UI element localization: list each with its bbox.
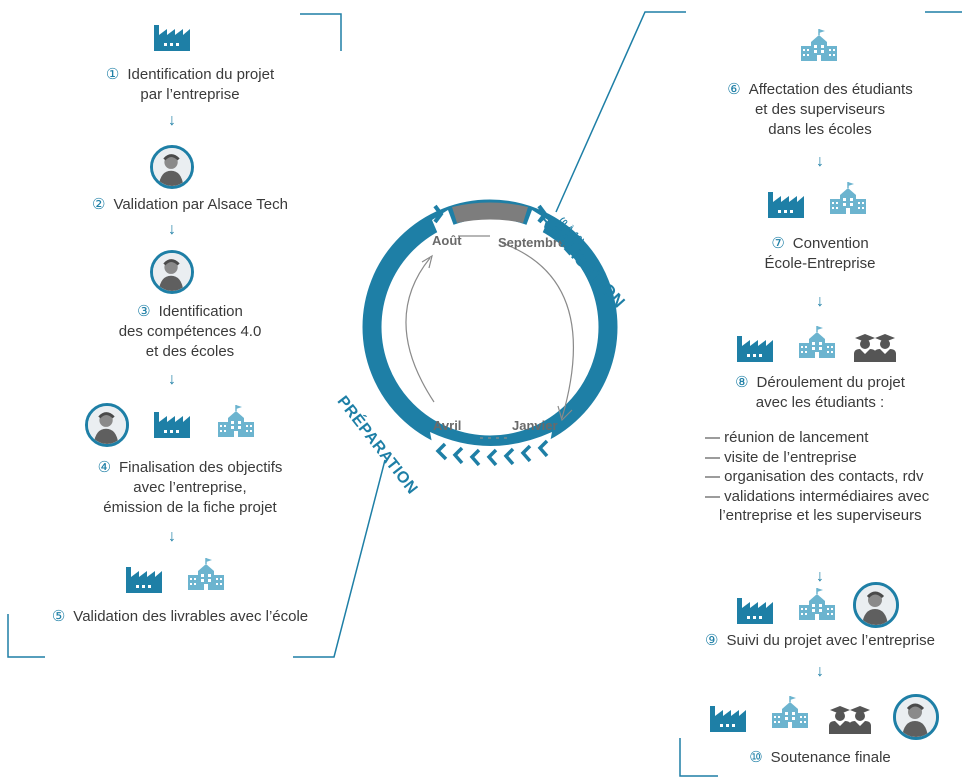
month-jan: Janvier: [512, 418, 558, 433]
avatar: [85, 403, 129, 447]
list-item: — visite de l’entreprise: [705, 448, 857, 466]
arrow-down-icon: ↓: [168, 112, 176, 129]
arrow-down-icon: ↓: [816, 153, 824, 170]
bracket-top-right-diag: [555, 11, 686, 213]
list-item: — réunion de lancement: [705, 429, 869, 446]
chevron-top-right-icon: [537, 204, 548, 224]
arrow-down-icon: ↓: [168, 221, 176, 238]
chevron-top-left-icon: [433, 204, 444, 224]
avatar: [853, 582, 899, 628]
bracket-bottom-left: [7, 614, 45, 658]
factory-icon: [124, 563, 164, 595]
arrow-down-icon: ↓: [168, 528, 176, 545]
school-icon: [828, 180, 868, 216]
avatar: [150, 145, 194, 189]
arrow-right-arc: [501, 242, 574, 419]
gap-gray-band: [452, 202, 528, 223]
month-apr: Avril: [433, 418, 461, 433]
school-icon: [799, 27, 839, 63]
school-icon: [797, 324, 837, 360]
arrow-down-icon: ↓: [816, 568, 824, 585]
factory-icon: [735, 594, 775, 626]
arrow-down-icon: ↓: [816, 663, 824, 680]
bracket-bottom-center: [293, 459, 386, 658]
school-icon: [770, 694, 810, 730]
cycle-diagram: Août Septembre Avril Janvier: [362, 199, 618, 467]
arrow-down-icon: ↓: [816, 293, 824, 310]
school-icon: [186, 556, 226, 592]
bracket-bottom-right: [679, 738, 718, 777]
list-item: — organisation des contacts, rdv: [705, 468, 924, 485]
chevrons-bottom-icon: [435, 439, 549, 467]
month-aug: Août: [432, 233, 462, 248]
avatar: [150, 250, 194, 294]
factory-icon: [766, 188, 806, 220]
month-sep: Septembre: [498, 235, 565, 250]
project-activities-list: — réunion de lancement — visite de l’ent…: [705, 428, 929, 526]
graduates-icon: [851, 332, 899, 362]
school-icon: [797, 586, 837, 622]
graduates-icon: [826, 704, 874, 734]
school-icon: [216, 403, 256, 439]
bracket-top-left: [300, 13, 342, 51]
avatar: [893, 694, 939, 740]
arrow-left-arc: [405, 257, 435, 403]
factory-icon: [152, 21, 192, 53]
list-item: — validations intermédiaires avec: [705, 487, 930, 505]
factory-icon: [735, 332, 775, 364]
arrow-down-icon: ↓: [168, 371, 176, 388]
list-item: l’entreprise et les superviseurs: [719, 507, 922, 524]
factory-icon: [708, 702, 748, 734]
factory-icon: [152, 408, 192, 440]
